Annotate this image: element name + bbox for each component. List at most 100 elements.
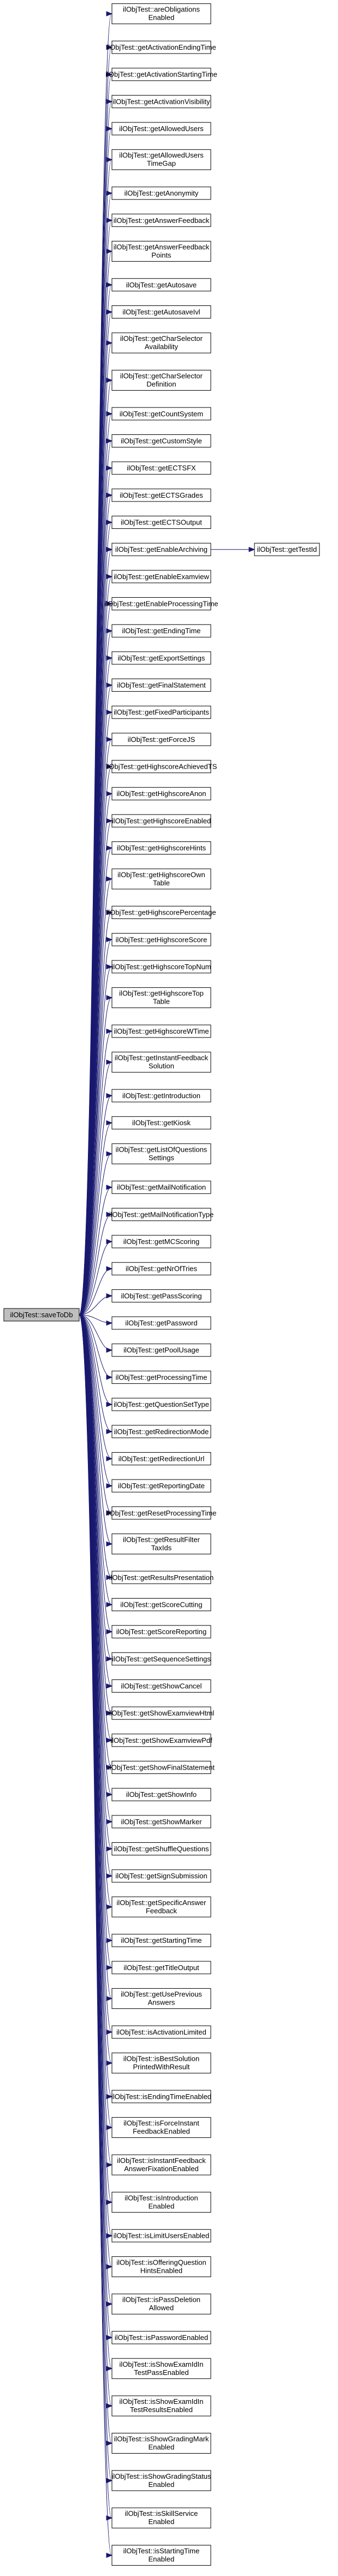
callee-node[interactable]: ilObjTest::getAnswerFeedback	[111, 214, 211, 227]
callee-node[interactable]: ilObjTest::getShowCancel	[111, 1679, 211, 1693]
callee-node[interactable]: ilObjTest::isBestSolutionPrintedWithResu…	[111, 2053, 211, 2074]
node-label: ilObjTest::getAnonymity	[124, 189, 199, 197]
callee-node[interactable]: ilObjTest::getShowFinalStatement	[108, 1760, 215, 1774]
call-edge	[79, 1314, 113, 1689]
callee-node-box	[111, 705, 211, 719]
callee-node[interactable]: ilObjTest::getShowMarker	[111, 1815, 211, 1829]
callee-node[interactable]: ilObjTest::getMCScoring	[111, 1235, 211, 1248]
callee-node[interactable]: ilObjTest::getResultsPresentation	[109, 1571, 214, 1584]
callee-node[interactable]: ilObjTest::isLimitUsersEnabled	[111, 2229, 211, 2243]
callee-node[interactable]: ilObjTest::getPassScoring	[111, 1289, 211, 1302]
callee-node[interactable]: ilObjTest::getQuestionSetType	[111, 1398, 211, 1411]
callee-node[interactable]: ilObjTest::getShowExamviewHtml	[109, 1706, 215, 1720]
callee-node[interactable]: ilObjTest::getStartingTime	[111, 1934, 211, 1947]
callee-node[interactable]: ilObjTest::getProcessingTime	[111, 1370, 211, 1384]
root-node[interactable]: ilObjTest::saveToDb	[3, 1308, 80, 1322]
callee-node[interactable]: ilObjTest::getECTSGrades	[111, 488, 211, 502]
callee-node[interactable]: ilObjTest::getActivationStartingTime	[105, 68, 217, 81]
callee-node[interactable]: ilObjTest::getActivationVisibility	[111, 95, 211, 108]
callee-node-box	[111, 2358, 211, 2379]
callee-node[interactable]: ilObjTest::getShowInfo	[111, 1788, 211, 1801]
callee-node[interactable]: ilObjTest::getPoolUsage	[111, 1343, 211, 1357]
callee-node[interactable]: ilObjTest::getFixedParticipants	[111, 705, 211, 719]
callee-node[interactable]: ilObjTest::getResetProcessingTime	[106, 1506, 217, 1520]
callee-node[interactable]: ilObjTest::getRedirectionUrl	[111, 1452, 211, 1465]
callee-node[interactable]: ilObjTest::getReportingDate	[111, 1479, 211, 1493]
callee-node[interactable]: ilObjTest::isOfferingQuestionHintsEnable…	[111, 2256, 211, 2277]
callee-node[interactable]: ilObjTest::getMailNotification	[111, 1181, 211, 1194]
callee-node[interactable]: ilObjTest::isShowExamIdInTestResultsEnab…	[111, 2395, 211, 2416]
callee-node[interactable]: ilObjTest::getAllowedUsers	[111, 122, 211, 135]
node-label: ilObjTest::getShowInfo	[126, 1790, 197, 1799]
callee-node[interactable]: ilObjTest::getPassword	[111, 1316, 211, 1330]
edge-arrowhead	[106, 1184, 113, 1190]
callee-node[interactable]: ilObjTest::getEnableArchiving	[111, 543, 211, 556]
callee-node[interactable]: ilObjTest::getScoreReporting	[111, 1625, 211, 1638]
callee-node[interactable]: ilObjTest::getAutosaveIvl	[111, 305, 211, 319]
callee-node[interactable]: ilObjTest::getHighscorePercentage	[106, 906, 216, 919]
callee-node[interactable]: ilObjTest::getECTSOutput	[111, 516, 211, 529]
edge-arrowhead	[106, 1347, 113, 1353]
callee-node[interactable]: ilObjTest::getEndingTime	[111, 624, 211, 638]
callee-node[interactable]: ilObjTest::getActivationEndingTime	[106, 40, 216, 54]
callee-node[interactable]: ilObjTest::getSequenceSettings	[111, 1652, 211, 1666]
callee-node[interactable]: ilObjTest::getShowExamviewPdf	[110, 1734, 212, 1747]
secondary-node[interactable]: ilObjTest::getTestId	[254, 543, 320, 556]
callee-node[interactable]: ilObjTest::getAnonymity	[111, 186, 211, 200]
callee-node[interactable]: ilObjTest::getAutosave	[111, 278, 211, 292]
callee-node[interactable]: ilObjTest::getECTSFX	[111, 461, 211, 475]
callee-node[interactable]: ilObjTest::isPasswordEnabled	[111, 2331, 211, 2344]
callee-node[interactable]: ilObjTest::isInstantFeedbackAnswerFixati…	[111, 2154, 211, 2176]
callee-node[interactable]: ilObjTest::isEndingTimeEnabled	[111, 2090, 211, 2103]
callee-node[interactable]: ilObjTest::getForceJS	[111, 733, 211, 746]
callee-node[interactable]: ilObjTest::getCountSystem	[111, 407, 211, 421]
callee-node[interactable]: ilObjTest::getHighscoreTopNum	[111, 960, 211, 974]
callee-node[interactable]: ilObjTest::getExportSettings	[111, 651, 211, 665]
callee-node[interactable]: ilObjTest::getSignSubmission	[111, 1869, 211, 1883]
node-label-line: ilObjTest::isOfferingQuestion	[116, 2258, 206, 2266]
node-label: ilObjTest::getAutosaveIvl	[122, 308, 200, 316]
callee-node[interactable]: ilObjTest::getHighscoreAchievedTS	[106, 760, 217, 774]
edge-line	[79, 1314, 112, 1405]
callee-node[interactable]: ilObjTest::isActivationLimited	[111, 2025, 211, 2039]
callee-node[interactable]: ilObjTest::getRedirectionMode	[111, 1425, 211, 1439]
callee-node[interactable]: ilObjTest::getTitleOutput	[111, 1961, 211, 1974]
callee-node[interactable]: ilObjTest::getHighscoreScore	[111, 933, 211, 946]
callee-node[interactable]: ilObjTest::getCustomStyle	[111, 434, 211, 448]
callee-node[interactable]: ilObjTest::getHighscoreHints	[111, 841, 211, 855]
callee-node[interactable]: ilObjTest::getNrOfTries	[111, 1262, 211, 1276]
callee-node[interactable]: ilObjTest::getEnableExamview	[111, 570, 211, 583]
call-edge	[79, 1293, 113, 1315]
callee-node[interactable]: ilObjTest::getScoreCutting	[111, 1598, 211, 1611]
callee-node[interactable]: ilObjTest::getIntroduction	[111, 1089, 211, 1103]
callee-node[interactable]: ilObjTest::getKiosk	[111, 1116, 211, 1130]
callee-node[interactable]: ilObjTest::getHighscoreWTime	[111, 1024, 211, 1038]
callee-node[interactable]: ilObjTest::getEnableProcessingTime	[104, 597, 218, 611]
callee-node[interactable]: ilObjTest::getMailNotificationType	[109, 1207, 214, 1221]
callee-node[interactable]: ilObjTest::getShuffleQuestions	[111, 1842, 211, 1856]
callee-node[interactable]: ilObjTest::getFinalStatement	[111, 679, 211, 692]
node-label-line: ilObjTest::isShowGradingStatus	[111, 2472, 211, 2480]
callee-node[interactable]: ilObjTest::getHighscoreEnabled	[111, 814, 211, 828]
callee-node[interactable]: ilObjTest::getHighscoreAnon	[111, 787, 211, 800]
